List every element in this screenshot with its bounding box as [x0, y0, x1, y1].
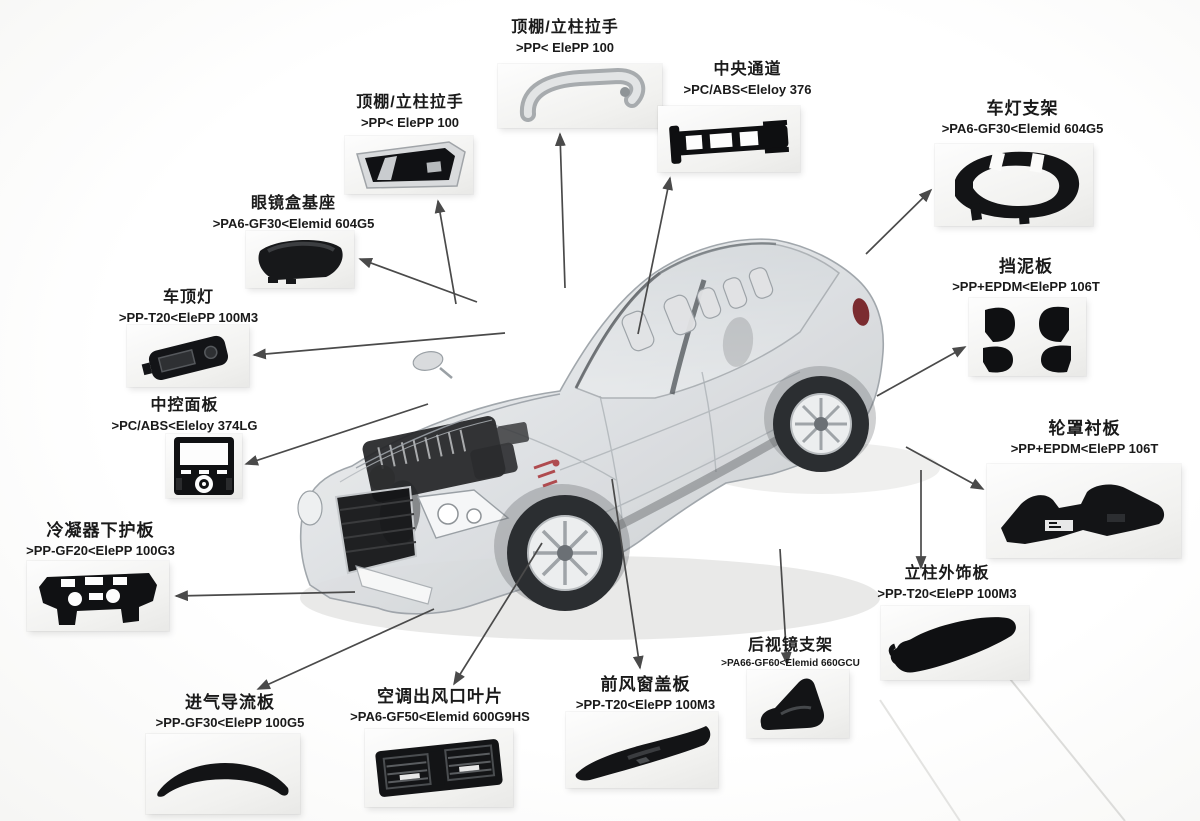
label-pillar-exterior-trim: 立柱外饰板 >PP-T20<ElePP 100M3: [852, 564, 1042, 602]
label-wheel-arch-liner: 轮罩衬板 >PP+EPDM<ElePP 106T: [972, 418, 1197, 458]
part-spec: >PC/ABS<Eleloy 374LG: [111, 418, 258, 433]
leader-roof-light: [252, 332, 506, 360]
leader-mud-flap: [876, 346, 967, 397]
part-title: 中控面板: [150, 397, 219, 414]
part-image-windshield-cowl: [566, 712, 718, 788]
label-mud-flap: 挡泥板 >PP+EPDM<ElePP 106T: [916, 256, 1136, 296]
part-title: 中央通道: [713, 61, 782, 78]
part-spec: >PC/ABS<Eleloy 376: [683, 82, 812, 97]
leader-wheel-arch-liner: [905, 446, 985, 490]
part-image-wheel-arch-liner: [987, 464, 1181, 558]
label-center-channel: 中央通道 >PC/ABS<Eleloy 376: [640, 60, 855, 98]
part-spec: >PA66-GF60<Elemid 660GCU: [721, 658, 860, 669]
part-image-center-control-panel: [166, 434, 242, 498]
leader-windshield-cowl: [611, 478, 644, 670]
part-image-roof-pillar-handle-top: [498, 64, 662, 128]
leader-center-channel: [637, 176, 673, 335]
part-image-pillar-exterior-trim: [881, 606, 1029, 680]
part-title: 冷凝器下护板: [46, 521, 155, 540]
leader-roof-pillar-handle-left: [434, 199, 457, 305]
leader-mirror-bracket: [779, 548, 792, 666]
part-title: 立柱外饰板: [904, 565, 990, 582]
part-image-condenser-lower-shield: [27, 561, 169, 631]
leader-headlamp-bracket: [865, 188, 933, 255]
part-spec: >PP< ElePP 100: [360, 115, 460, 130]
part-image-center-channel: [658, 106, 800, 172]
part-spec: >PA6-GF50<Elemid 600G9HS: [350, 709, 530, 725]
label-headlamp-bracket: 车灯支架 >PA6-GF30<Elemid 604G5: [905, 98, 1140, 138]
part-spec: >PP-GF30<ElePP 100G5: [155, 715, 305, 731]
car-engine: [362, 416, 530, 502]
leader-center-control-panel: [244, 403, 429, 466]
leader-glasses-box-base: [358, 257, 478, 303]
car-body: [297, 238, 885, 615]
part-image-roof-light: [127, 325, 249, 387]
part-spec: >PP-T20<ElePP 100M3: [877, 586, 1017, 601]
part-title: 前风窗盖板: [600, 675, 691, 694]
car-grille: [334, 485, 418, 575]
label-center-control-panel: 中控面板 >PC/ABS<Eleloy 374LG: [92, 396, 277, 434]
part-title: 空调出风口叶片: [377, 687, 503, 706]
part-spec: >PA6-GF30<Elemid 604G5: [212, 216, 375, 231]
part-spec: >PP+EPDM<ElePP 106T: [1010, 441, 1159, 457]
part-spec: >PA6-GF30<Elemid 604G5: [941, 121, 1104, 137]
red-watermark: [533, 459, 560, 488]
part-title: 挡泥板: [999, 257, 1053, 276]
car-seats: [621, 267, 774, 352]
label-windshield-cowl: 前风窗盖板 >PP-T20<ElePP 100M3: [548, 674, 743, 714]
leader-condenser-lower-shield: [174, 590, 356, 602]
label-roof-light: 车顶灯 >PP-T20<ElePP 100M3: [96, 288, 281, 326]
part-title: 进气导流板: [185, 693, 275, 712]
car-headlight: [297, 489, 510, 539]
label-mirror-bracket: 后视镜支架 >PA66-GF60<Elemid 660GCU: [698, 636, 883, 671]
leader-lines: [174, 132, 985, 690]
part-image-mud-flap: [969, 298, 1086, 376]
part-title: 眼镜盒基座: [250, 195, 336, 212]
part-title: 车顶灯: [162, 289, 214, 306]
label-roof-pillar-handle-top: 顶棚/立柱拉手 >PP< ElePP 100: [450, 18, 680, 56]
label-roof-pillar-handle-left: 顶棚/立柱拉手 >PP< ElePP 100: [315, 93, 505, 131]
leader-roof-pillar-handle-top: [554, 132, 566, 289]
part-image-intake-deflector: [146, 734, 300, 814]
part-title: 顶棚/立柱拉手: [511, 19, 619, 36]
part-spec: >PP-GF20<ElePP 100G3: [26, 543, 175, 559]
part-image-roof-pillar-handle-left: [345, 136, 473, 194]
part-spec: >PP+EPDM<ElePP 106T: [952, 279, 1100, 295]
car-front-wheel: [507, 495, 623, 611]
part-title: 轮罩衬板: [1048, 419, 1121, 438]
part-title: 顶棚/立柱拉手: [356, 94, 464, 111]
label-intake-deflector: 进气导流板 >PP-GF30<ElePP 100G5: [135, 692, 325, 732]
label-glasses-box-base: 眼镜盒基座 >PA6-GF30<Elemid 604G5: [196, 194, 391, 232]
part-spec: >PP-T20<ElePP 100M3: [575, 697, 716, 713]
car-rear-wheel: [773, 376, 869, 472]
part-image-headlamp-bracket: [935, 144, 1093, 226]
part-image-ac-vent-blades: [365, 729, 513, 807]
part-spec: >PP-T20<ElePP 100M3: [118, 310, 259, 325]
part-title: 车灯支架: [986, 99, 1059, 118]
car-side-mirror: [412, 351, 453, 379]
part-image-glasses-box-base: [246, 231, 354, 288]
leader-intake-deflector: [256, 608, 435, 690]
label-ac-vent-blades: 空调出风口叶片 >PA6-GF50<Elemid 600G9HS: [340, 686, 540, 726]
red-mark: [852, 298, 870, 326]
leader-ac-vent-blades: [453, 542, 543, 686]
label-condenser-lower-shield: 冷凝器下护板 >PP-GF20<ElePP 100G3: [8, 520, 193, 560]
part-spec: >PP< ElePP 100: [515, 40, 615, 55]
part-title: 后视镜支架: [747, 637, 833, 654]
part-image-mirror-bracket: [747, 670, 849, 738]
